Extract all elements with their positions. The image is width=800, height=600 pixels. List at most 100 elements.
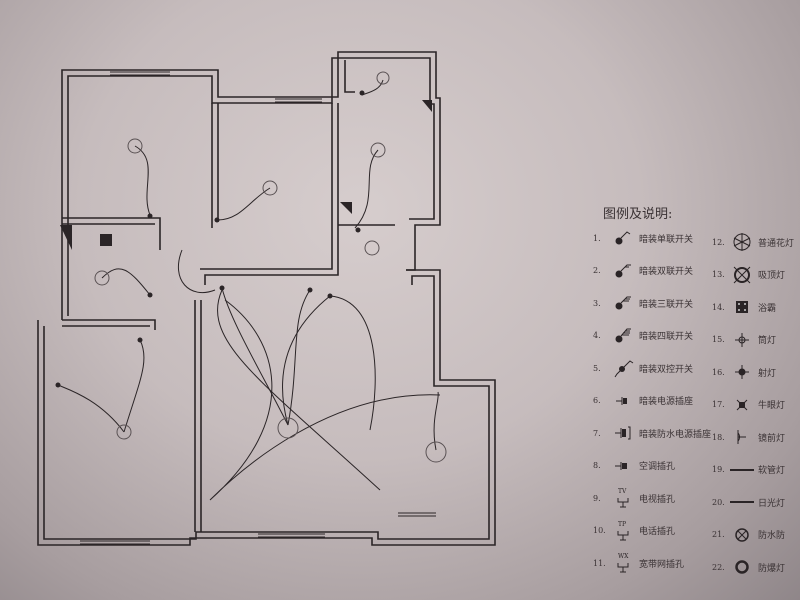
legend-item: 7. 暗装防水电源插座 xyxy=(593,421,711,445)
triple-switch-icon xyxy=(611,291,635,315)
legend-item-label: 日光灯 xyxy=(758,498,786,509)
legend-item-label: 暗装双联开关 xyxy=(639,267,694,277)
legend-item-number: 14. xyxy=(712,302,725,312)
legend-item-number: 15. xyxy=(712,335,725,344)
legend-item-number: 17. xyxy=(712,400,725,409)
legend-item-number: 20. xyxy=(712,497,725,507)
ceiling-light-icon xyxy=(127,138,143,154)
legend-item: 21. 防水防 xyxy=(712,523,785,547)
tv-socket-icon: TV xyxy=(611,486,635,510)
two-way-switch-icon xyxy=(611,356,635,380)
network-socket-icon: WX xyxy=(611,551,635,575)
legend-item-number: 1. xyxy=(593,233,601,243)
chandelier-icon xyxy=(277,417,299,439)
bath-heater-icon xyxy=(100,234,112,246)
legend-item-number: 19. xyxy=(712,465,725,474)
phone-socket-icon: TP xyxy=(611,519,635,543)
legend-item: 16.射灯 xyxy=(712,360,776,384)
legend-item-number: 22. xyxy=(712,562,725,572)
legend-item: 12. 普通花灯 xyxy=(712,230,794,254)
legend-item-tag: TV xyxy=(618,488,627,495)
ac-socket-icon xyxy=(611,454,635,478)
legend-item-number: 7. xyxy=(593,428,601,438)
bath-heater-icon xyxy=(730,295,754,319)
legend-item: 22. 防爆灯 xyxy=(712,555,785,579)
switches xyxy=(55,90,365,388)
spotlight-icon xyxy=(730,360,754,384)
legend-item: 2. 暗装双联开关 xyxy=(593,259,693,283)
legend-item-number: 18. xyxy=(712,432,725,442)
ceiling-light-icon xyxy=(364,240,380,256)
legend-item-label: 暗装三联开关 xyxy=(639,299,694,310)
legend-item-label: 电视插孔 xyxy=(639,494,676,505)
legend-item: 15. 筒灯 xyxy=(712,328,776,352)
legend-item-label: 暗装电源插座 xyxy=(639,397,694,407)
legend-item: 10. TP 电话插孔 xyxy=(593,519,675,543)
ceiling-light-icon xyxy=(262,180,278,196)
legend-item-label: 牛眼灯 xyxy=(758,401,786,411)
power-socket-icon xyxy=(611,389,635,413)
single-switch-icon xyxy=(611,226,635,250)
legend-item-number: 2. xyxy=(593,266,601,275)
legend-item-number: 3. xyxy=(593,298,601,308)
legend-item: 17. 牛眼灯 xyxy=(712,393,785,417)
legend-item-label: 普通花灯 xyxy=(758,238,795,249)
legend-item-number: 12. xyxy=(712,237,725,247)
wiring xyxy=(57,79,441,501)
wall-corner-mark xyxy=(340,202,352,214)
legend-item: 20. 日光灯 xyxy=(712,490,785,514)
legend-item-label: 电话插孔 xyxy=(639,527,676,537)
waterproof-light-icon xyxy=(730,523,754,547)
legend-item-number: 5. xyxy=(593,363,601,373)
legend-item-number: 8. xyxy=(593,461,601,470)
legend-item-number: 13. xyxy=(712,270,725,279)
legend-item: 3. 暗装三联开关 xyxy=(593,291,693,315)
legend-item: 6. 暗装电源插座 xyxy=(593,389,693,413)
legend-item-label: 宽带网插孔 xyxy=(639,559,685,570)
waterproof-socket-icon xyxy=(611,421,635,445)
legend-item: 14. 浴霸 xyxy=(712,295,776,319)
hose-light-icon xyxy=(730,458,754,482)
quad-switch-icon xyxy=(611,324,635,348)
legend-item-label: 筒灯 xyxy=(758,336,777,346)
legend-item-number: 4. xyxy=(593,331,601,340)
windows xyxy=(80,71,436,545)
legend-item-number: 9. xyxy=(593,493,601,503)
fluorescent-light-icon xyxy=(730,490,754,514)
legend-item: 1. 暗装单联开关 xyxy=(593,226,693,250)
legend-item-label: 防爆灯 xyxy=(758,563,786,574)
legend-item: 11. WX 宽带网插孔 xyxy=(593,551,684,575)
legend-item-label: 暗装单联开关 xyxy=(639,234,694,245)
legend-item-number: 21. xyxy=(712,530,725,539)
legend-item-label: 防水防 xyxy=(758,531,786,541)
ceiling-light-icon xyxy=(116,424,132,440)
legend-item-label: 射灯 xyxy=(758,368,777,379)
legend-item: 4. 暗装四联开关 xyxy=(593,324,693,348)
walls xyxy=(37,51,496,546)
bullseye-light-icon xyxy=(730,393,754,417)
legend-item-label: 暗装防水电源插座 xyxy=(639,429,712,440)
legend-item-label: 暗装双控开关 xyxy=(639,364,694,375)
legend-item-label: 软管灯 xyxy=(758,466,786,476)
legend-item: 13.吸顶灯 xyxy=(712,263,785,287)
mirror-light-icon xyxy=(730,425,754,449)
chandelier-icon xyxy=(425,441,447,463)
legend-item-label: 暗装四联开关 xyxy=(639,332,694,342)
legend-item-number: 11. xyxy=(593,558,606,568)
legend-item: 5. 暗装双控开关 xyxy=(593,356,693,380)
legend-item-number: 10. xyxy=(593,526,606,535)
wall-corner-mark xyxy=(60,225,72,250)
ceiling-light-icon xyxy=(94,270,110,286)
legend-item: 9. TV 电视插孔 xyxy=(593,486,675,510)
legend-title: 图例及说明: xyxy=(603,207,673,222)
legend-item-tag: TP xyxy=(618,521,626,528)
wall-corner-mark xyxy=(422,100,432,112)
legend-item-tag: WX xyxy=(618,553,629,560)
ceiling-light-icon xyxy=(730,263,754,287)
ceiling-light-icon xyxy=(376,71,390,85)
legend-item: 18.镜前灯 xyxy=(712,425,785,449)
legend-item-label: 浴霸 xyxy=(758,303,777,314)
legend-item-number: 6. xyxy=(593,396,601,405)
chandelier-icon xyxy=(730,230,754,254)
